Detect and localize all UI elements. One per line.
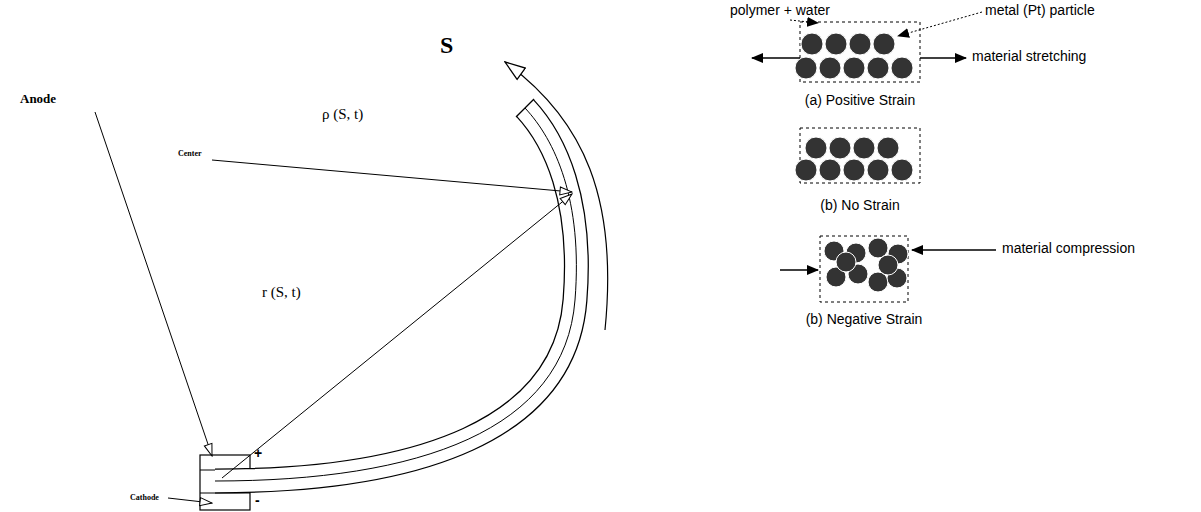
no-strain-box [800,128,920,183]
material-label: metal (Pt) particle [985,3,1095,18]
material-label: polymer + water [730,3,830,18]
panel-caption: (a) Positive Strain [805,93,915,108]
anode-label: Anode [20,92,56,106]
pt-particle [877,137,899,159]
pt-particle [891,159,913,181]
pt-particle [829,137,851,159]
cathode-leader [168,498,212,503]
position-vector [222,194,572,478]
pt-particle [836,252,856,272]
terminal-sign: - [255,493,260,508]
anode-leader [95,112,212,456]
strain-note: material compression [1002,241,1135,256]
panel-caption: (b) Negative Strain [806,312,923,327]
compress-arrow-right [912,249,996,251]
strain-note: material stretching [972,49,1086,64]
center-label: Center [178,150,202,159]
polymer-strip [215,99,576,481]
negative-strain-box [820,236,908,302]
pt-particle [849,33,871,55]
arc-length-arrow [505,62,608,330]
compress-arrow-left [780,269,818,271]
pt-particle [853,137,875,159]
terminal-sign: + [254,446,262,461]
stretch-arrow-left [752,57,800,59]
polymer-leader [790,20,818,23]
positive-strain-box [800,22,920,82]
pt-particle [819,57,841,79]
pt-particle [843,159,865,181]
pt-particle [819,159,841,181]
radius-line [212,160,572,192]
pt-particle [801,33,823,55]
pt-particle [878,255,898,275]
pt-particle [891,57,913,79]
radius-label: ρ (S, t) [322,106,363,123]
pt-particle [873,33,895,55]
cathode-label: Cathode [130,494,159,503]
stretch-arrow-right [920,57,966,59]
pt-particle [843,57,865,79]
pt-particle [867,159,889,181]
arc-length-symbol: S [440,32,453,58]
position-label: r (S, t) [262,284,301,301]
pt-particle [825,33,847,55]
pt-particle [795,159,817,181]
pt-particle [795,57,817,79]
pt-particle [867,57,889,79]
particle-leader [898,12,982,36]
panel-caption: (b) No Strain [820,198,899,213]
pt-particle [805,137,827,159]
pt-particles [795,33,913,292]
